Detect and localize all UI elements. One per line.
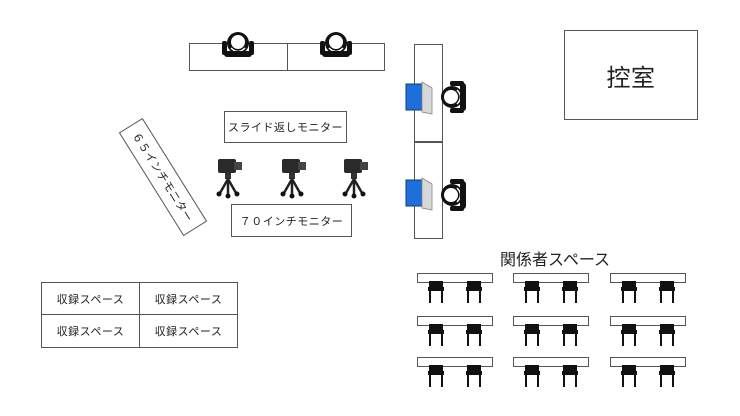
speaker-1-icon <box>221 31 255 58</box>
chair-icon <box>524 281 540 303</box>
recording-space-label: 収録スペース <box>56 325 125 338</box>
chair-icon <box>562 365 578 387</box>
recording-space-label: 収録スペース <box>154 292 223 306</box>
waiting-room-label: 控室 <box>606 63 656 92</box>
recording-space-2: 収録スペース <box>139 282 238 315</box>
recording-space-label: 収録スペース <box>56 292 125 306</box>
stakeholder-table <box>513 273 589 283</box>
camera-1-icon <box>215 157 244 199</box>
chair-icon <box>562 324 578 346</box>
recording-space-1: 収録スペース <box>41 282 140 315</box>
laptop-2-icon <box>405 177 433 211</box>
stakeholder-table <box>513 316 589 326</box>
recording-space-3: 収録スペース <box>41 314 140 348</box>
chair-icon <box>524 365 540 387</box>
operator-2-icon <box>440 178 467 212</box>
chair-icon <box>428 365 444 387</box>
stakeholder-space-title: 関係者スペース <box>499 250 611 269</box>
chair-icon <box>524 324 540 346</box>
monitor-70-inch: ７０インチモニター <box>231 204 352 237</box>
chair-icon <box>659 365 675 387</box>
recording-space-4: 収録スペース <box>139 314 238 348</box>
speaker-2-icon <box>319 31 353 58</box>
monitor-70-inch-label: ７０インチモニター <box>239 214 344 228</box>
chair-icon <box>621 365 637 387</box>
recording-space-label: 収録スペース <box>154 325 223 338</box>
camera-3-icon <box>341 157 370 199</box>
stakeholder-table <box>513 357 589 367</box>
monitor-65-inch: ６５インチモニター <box>118 117 208 237</box>
stakeholder-table <box>610 273 686 283</box>
chair-icon <box>428 324 444 346</box>
waiting-room: 控室 <box>564 30 698 120</box>
stakeholder-table <box>417 316 493 326</box>
chair-icon <box>466 365 482 387</box>
stakeholder-table <box>417 357 493 367</box>
stakeholder-table <box>610 357 686 367</box>
chair-icon <box>466 324 482 346</box>
stakeholder-table <box>610 316 686 326</box>
operator-1-icon <box>440 80 467 114</box>
chair-icon <box>659 324 675 346</box>
laptop-1-icon <box>405 81 433 115</box>
chair-icon <box>621 281 637 303</box>
chair-icon <box>621 324 637 346</box>
chair-icon <box>562 281 578 303</box>
chair-icon <box>428 281 444 303</box>
monitor-65-inch-label: ６５インチモニター <box>129 129 196 225</box>
chair-icon <box>466 281 482 303</box>
stakeholder-table <box>417 273 493 283</box>
slide-return-monitor: スライド返しモニター <box>224 111 347 143</box>
camera-2-icon <box>279 157 308 199</box>
chair-icon <box>659 281 675 303</box>
slide-return-monitor-label: スライド返しモニター <box>228 121 343 134</box>
